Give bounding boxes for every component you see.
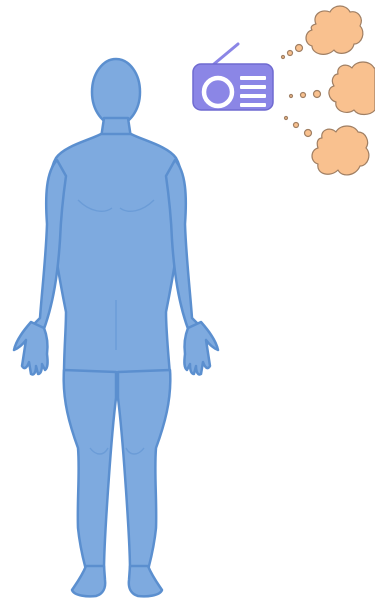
radio-icon [193,44,273,110]
radio-band-4 [240,103,266,107]
thought-dot [282,56,285,59]
head [92,59,140,125]
thought-dot [285,117,288,120]
right-leg [118,370,170,570]
thought-dots [282,45,321,137]
thought-cloud-bottom [312,126,369,175]
left-foot [72,566,105,596]
thought-dot [294,123,299,128]
thought-dot [305,130,312,137]
thought-cloud-top [306,6,363,54]
left-hand [14,322,48,375]
thought-dot [290,95,293,98]
right-hand [184,322,218,375]
radio-antenna [214,44,238,64]
left-arm [30,160,66,334]
human-body-figure [14,59,218,596]
thought-dot [288,51,293,56]
left-leg [64,370,116,570]
thought-dot [314,91,321,98]
thought-cloud-middle [329,62,375,115]
right-foot [129,566,162,596]
radio-band-2 [240,85,266,89]
thought-dot [296,45,303,52]
right-arm [166,160,202,334]
radio-band-1 [240,76,266,80]
thought-dot [301,93,306,98]
radio-band-3 [240,94,266,98]
